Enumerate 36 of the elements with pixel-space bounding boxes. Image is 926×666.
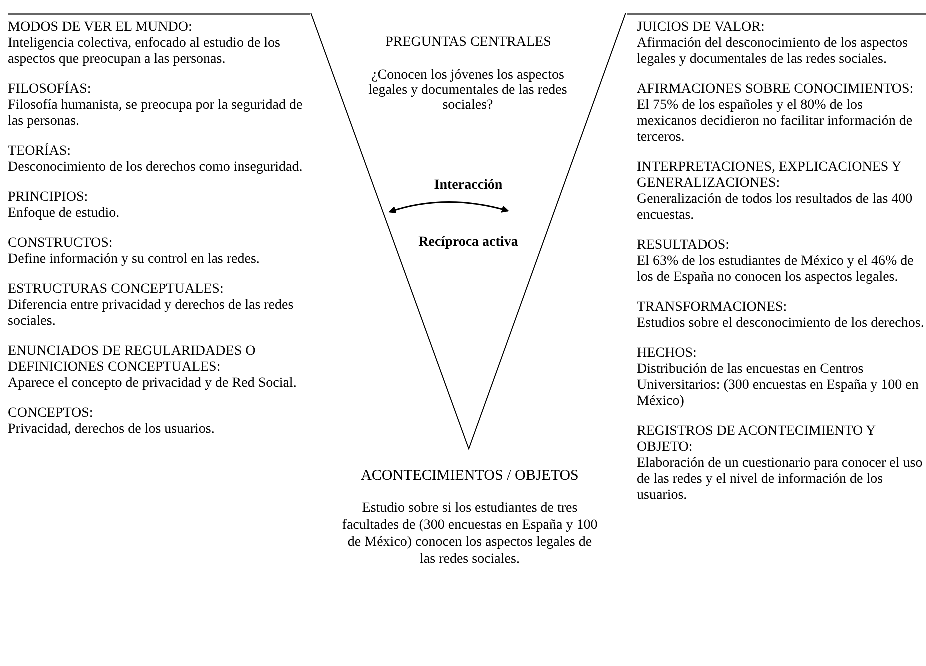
category-description: Inteligencia colectiva, enfocado al estudio de los aspectos que preocupan a las personas. — [8, 36, 282, 68]
category-heading: ENUNCIADOS DE REGULARIDADES O DEFINICIONES CONCEPTUALES: — [8, 344, 257, 376]
section-description: Estudio sobre si los estudiantes de tres facultades de (300 encuestas en España y 100 de México) conocen los aspectos legales de las redes sociales. — [341, 500, 599, 568]
category-description: Privacidad, derechos de los usuarios. — [8, 422, 216, 438]
section-heading: ACONTECIMIENTOS / OBJETOS — [360, 468, 580, 484]
category-heading: FILOSOFÍAS: — [8, 82, 92, 98]
category-heading: PRINCIPIOS: — [8, 190, 90, 206]
category-heading: REGISTROS DE ACONTECIMIENTO Y OBJETO: — [637, 424, 877, 456]
category-description: Filosofía humanista, se preocupa por la seguridad de las personas. — [8, 98, 304, 130]
category-description: Estudios sobre el desconocimiento de los derechos. — [637, 316, 926, 332]
category-description: Define información y su control en las redes. — [8, 252, 261, 268]
arrow-label: Interacción — [434, 178, 503, 193]
category-heading: TEORÍAS: — [8, 144, 72, 160]
question-text: ¿Conocen los jóvenes los aspectos legales y documentales de las redes sociales? — [368, 68, 568, 113]
category-description: Distribución de las encuestas en Centros Universitarios: (300 encuestas en España y 100 en México) — [637, 362, 920, 410]
category-heading: TRANSFORMACIONES: — [637, 300, 788, 316]
section-heading: PREGUNTAS CENTRALES — [386, 35, 552, 50]
category-heading: AFIRMACIONES SOBRE CONOCIMIENTOS: — [637, 82, 915, 98]
category-description: Generalización de todos los resultados de las 400 encuestas. — [637, 192, 914, 224]
category-heading: CONSTRUCTOS: — [8, 236, 114, 252]
category-description: Aparece el concepto de privacidad y de Red Social. — [8, 376, 298, 392]
category-description: El 63% de los estudiantes de México y el 46% de los de España no conocen los aspectos legales. — [637, 254, 915, 286]
category-heading: HECHOS: — [637, 346, 698, 362]
category-heading: CONCEPTOS: — [8, 406, 94, 422]
category-heading: JUICIOS DE VALOR: — [637, 20, 766, 36]
category-heading: ESTRUCTURAS CONCEPTUALES: — [8, 282, 225, 298]
category-description: Afirmación del desconocimiento de los aspectos legales y documentales de las redes sociales. — [637, 36, 909, 68]
category-heading: INTERPRETACIONES, EXPLICACIONES Y GENERALIZACIONES: — [637, 160, 902, 192]
category-description: Enfoque de estudio. — [8, 206, 121, 222]
category-description: El 75% de los españoles y el 80% de los mexicanos decidieron no facilitar información de terceros. — [637, 98, 914, 146]
arrow-label: Recíproca activa — [418, 235, 518, 250]
category-description: Elaboración de un cuestionario para conocer el uso de las redes y el nivel de información de los usuarios. — [637, 456, 924, 504]
category-description: Desconocimiento de los derechos como inseguridad. — [8, 160, 304, 176]
category-heading: MODOS DE VER EL MUNDO: — [8, 20, 194, 36]
category-description: Diferencia entre privacidad y derechos de las redes sociales. — [8, 298, 295, 330]
category-heading: RESULTADOS: — [637, 238, 730, 254]
